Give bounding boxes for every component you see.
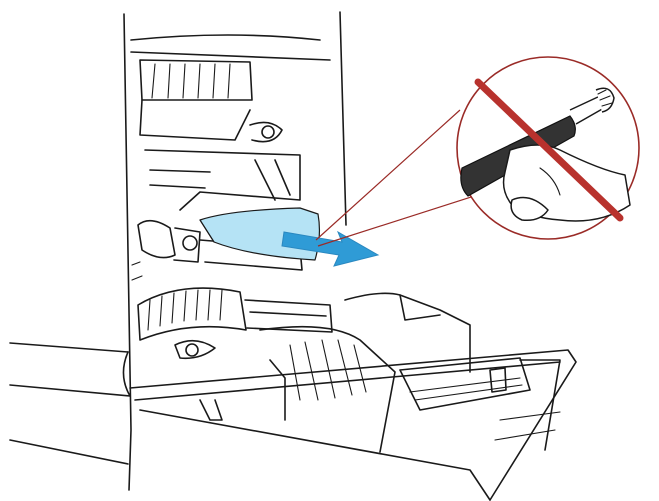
roller-gear <box>595 87 615 113</box>
bottom-roller <box>174 339 216 360</box>
pull-direction-arrow <box>281 230 380 267</box>
door-grid <box>494 411 561 441</box>
door-hump <box>344 292 471 373</box>
transfer-ribs <box>151 63 231 99</box>
frame-marks <box>131 261 143 281</box>
door-outline <box>129 349 577 501</box>
left-guide <box>137 219 176 259</box>
printer-body <box>9 342 131 465</box>
jammed-paper <box>199 207 321 261</box>
jammed-paper-fold <box>199 219 215 243</box>
door-panel-teeth <box>409 377 523 401</box>
guide-block <box>173 227 201 263</box>
door-post <box>269 359 286 421</box>
frame-right-edge <box>339 11 347 226</box>
door-guide-ribs <box>289 339 367 401</box>
printer-inner-frame <box>123 11 347 491</box>
duplex-bar <box>244 299 333 333</box>
door-panel <box>399 357 531 411</box>
printer-side-curve <box>122 351 131 397</box>
fuser-detail <box>149 169 211 189</box>
duplex-bar-line <box>249 311 327 317</box>
door-foot-left <box>199 399 223 421</box>
roller-gear-teeth <box>597 89 613 107</box>
fuser-roller-callout <box>456 56 640 240</box>
door-inner-edge <box>134 361 561 401</box>
prohibition-sign <box>474 78 624 222</box>
transfer-housing <box>139 59 253 101</box>
guide-roller <box>182 235 198 251</box>
printer-top-edge <box>9 342 129 353</box>
frame-top-inner <box>130 51 331 61</box>
duplex-guide <box>137 287 247 341</box>
transfer-knob <box>249 121 283 143</box>
printer-base-edge <box>9 439 129 465</box>
door-outer-rim <box>519 359 561 451</box>
transfer-knob-center <box>261 125 275 139</box>
hand-thumb <box>510 196 549 222</box>
frame-top <box>130 34 321 41</box>
duplex-area <box>137 287 333 360</box>
fuser-latch <box>254 159 291 201</box>
bottom-roller-hub <box>185 343 199 357</box>
door-hump-top <box>399 294 441 321</box>
transfer-lower <box>139 99 251 141</box>
duplex-fins <box>147 289 223 331</box>
printer-panel-edge <box>9 384 131 397</box>
fuser-housing <box>144 149 301 211</box>
transfer-assembly <box>139 59 301 211</box>
door-latch <box>489 367 507 393</box>
door-guide-plate <box>259 325 396 453</box>
open-door <box>129 292 577 501</box>
door-bottom-edge <box>139 409 491 501</box>
frame-left-edge <box>123 13 132 491</box>
